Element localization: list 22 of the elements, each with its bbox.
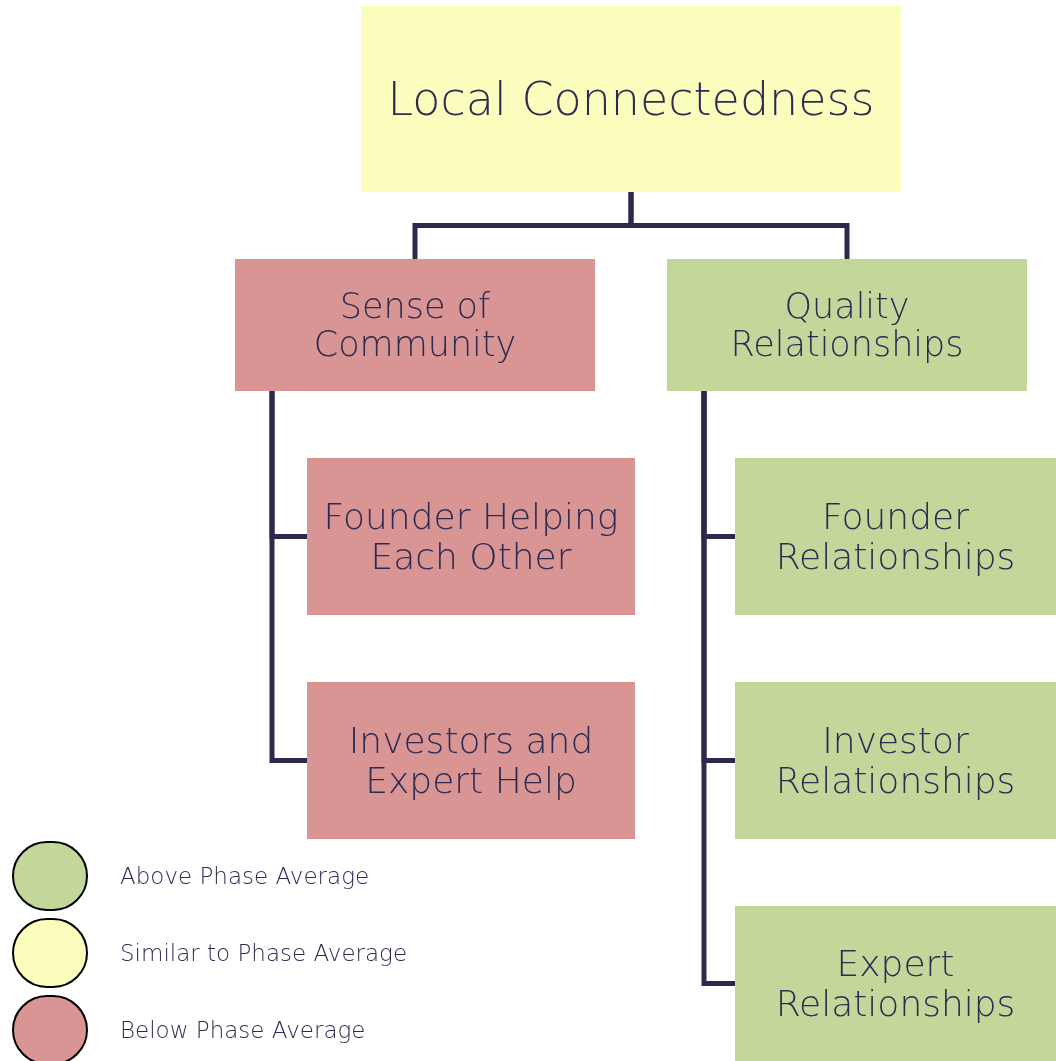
- category-box: [235, 259, 595, 391]
- connector-line: [701, 391, 735, 986]
- box-label: Founder Relationships: [774, 496, 1017, 577]
- legend-label: Above Phase Average: [120, 861, 370, 891]
- box-label: Investor Relationships: [774, 720, 1017, 801]
- category-box: [307, 458, 635, 615]
- legend-label: Below Phase Average: [120, 1015, 366, 1045]
- connector-line: [269, 391, 307, 763]
- category-box: [667, 259, 1027, 391]
- legend-label: Similar to Phase Average: [120, 938, 408, 968]
- category-box: [307, 682, 635, 839]
- category-box: [735, 906, 1056, 1061]
- box-label: Founder Helping Each Other: [322, 496, 620, 577]
- category-box: [735, 682, 1056, 839]
- box-label: Local Connectedness: [387, 73, 875, 125]
- category-box: [361, 6, 901, 192]
- box-label: Quality Relationships: [729, 286, 965, 364]
- connector-line: [628, 192, 850, 259]
- box-label: Expert Relationships: [774, 943, 1017, 1024]
- category-box: [735, 458, 1056, 615]
- box-label: Sense of Community: [312, 286, 518, 364]
- box-label: Investors and Expert Help: [347, 720, 595, 801]
